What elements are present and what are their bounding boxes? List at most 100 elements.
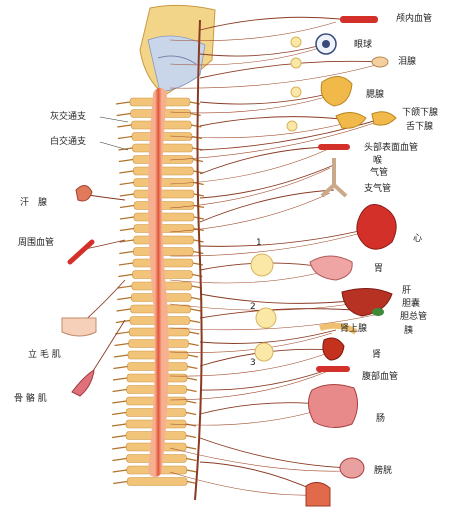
- vertebra: [133, 212, 195, 222]
- celiac-ganglion: [250, 253, 274, 277]
- nerve-fiber: [199, 146, 331, 175]
- nerve-fiber: [199, 293, 361, 304]
- label-adrenal: 肾上腺: [340, 324, 368, 334]
- nerve-fiber: [199, 461, 319, 493]
- vertebra: [133, 201, 195, 210]
- liver-shape: [341, 288, 393, 317]
- bladder-shape: [339, 457, 365, 479]
- nerve-fiber: [169, 447, 347, 472]
- nerve-fiber: [169, 21, 337, 42]
- label-intestine: 肠: [376, 414, 386, 424]
- kidney-shape: [322, 337, 345, 361]
- spinal-nerve-root: [112, 469, 197, 473]
- spinal-nerve-root: [112, 446, 197, 450]
- vertebra: [133, 166, 194, 176]
- sublingual-shape: [371, 111, 397, 126]
- spinal-nerve-root: [111, 434, 197, 439]
- spinal-nerve-root: [117, 124, 202, 128]
- spinal-nerve-root: [115, 331, 200, 335]
- nerve-fiber: [169, 149, 327, 185]
- pterygopalatine-ganglion: [290, 57, 302, 69]
- leader-line: [99, 141, 129, 151]
- sympathetic-trunk: [194, 19, 203, 501]
- nerve-fiber: [169, 230, 369, 257]
- nerve-fiber: [169, 371, 327, 401]
- cranial-vessel-shape: [340, 16, 378, 23]
- spinal-nerve-root: [113, 354, 199, 358]
- heart-shape: [356, 204, 397, 250]
- spinal-nerve-root: [112, 400, 197, 404]
- label-stomach: 胃: [374, 264, 384, 274]
- label-pancreas: 胰: [404, 326, 414, 336]
- parotid-shape: [320, 76, 353, 107]
- spinal-nerve-root: [116, 112, 201, 117]
- label-gallbladder: 胆囊: [402, 299, 421, 309]
- otic-ganglion: [290, 86, 302, 98]
- nerve-fiber: [169, 471, 315, 496]
- label-bile-duct: 胆总管: [400, 312, 428, 322]
- abdominal-vessel-shape: [316, 366, 350, 372]
- label-white-ramus: 白交通支: [50, 137, 87, 147]
- nerve-fiber: [169, 314, 375, 331]
- leader-line: [99, 116, 129, 123]
- nerve-fiber: [199, 43, 327, 57]
- nerve-fiber: [169, 352, 329, 377]
- label-larynx: 喉: [373, 156, 383, 166]
- nerve-fiber: [199, 329, 337, 344]
- sweat-gland-shape: [75, 185, 93, 202]
- label-head-skin-vessel: 头部表面血管: [364, 143, 419, 153]
- spinal-nerve-root: [117, 296, 202, 301]
- label-gray-ramus: 灰交通支: [50, 112, 87, 122]
- peripheral-vessel-shape: [67, 239, 95, 265]
- label-skeletal-muscle: 骨 骼 肌: [14, 394, 47, 404]
- superior-mesenteric-ganglion: [255, 307, 277, 329]
- intestine-shape: [308, 384, 358, 428]
- label-kidney: 肾: [372, 350, 382, 360]
- nerve-fiber: [169, 122, 347, 139]
- skin-shape: [61, 317, 97, 337]
- label-liver: 肝: [402, 286, 412, 296]
- vertebra: [133, 235, 194, 245]
- label-bladder: 膀胱: [374, 466, 393, 476]
- skeletal-muscle-shape: [71, 369, 95, 397]
- label-cranial-vessel: 颅内血管: [396, 14, 433, 24]
- nerve-fiber: [169, 46, 323, 66]
- label-eyeball: 眼球: [354, 40, 373, 50]
- nerve-fiber: [169, 64, 377, 89]
- label-abdominal-vessel: 腹部血管: [362, 372, 399, 382]
- lacrimal-shape: [371, 56, 389, 68]
- spinal-nerve-root: [119, 250, 204, 255]
- label-trachea: 气管: [370, 168, 389, 178]
- label-parotid: 腮腺: [366, 90, 385, 100]
- nerve-fiber: [199, 227, 373, 247]
- submandibular-shape: [335, 112, 367, 129]
- spinal-nerve-root: [115, 319, 201, 324]
- submandibular-ganglion: [286, 120, 298, 132]
- trachea-shape: [320, 158, 348, 198]
- genital-shape: [305, 482, 331, 507]
- label-leader-lines: [99, 116, 129, 151]
- spinal-nerve-root: [112, 411, 197, 416]
- gallbladder-shape: [372, 308, 384, 316]
- nerve-fiber: [199, 189, 335, 223]
- nerve-fiber: [169, 270, 327, 284]
- label-lacrimal: 泪腺: [398, 57, 417, 67]
- stomach-shape: [309, 255, 353, 281]
- spinal-nerve-root: [113, 365, 198, 370]
- label-peripheral-vessel: 周围血管: [18, 238, 55, 248]
- ganglion-number-1: 1: [256, 238, 262, 248]
- spinal-nerve-root: [112, 377, 198, 381]
- vertebra: [133, 224, 195, 233]
- nerve-fiber: [199, 60, 381, 79]
- inferior-mesenteric-ganglion: [254, 342, 274, 362]
- spinal-nerve-root: [116, 308, 201, 312]
- vertebra: [132, 155, 194, 164]
- label-sweat-gland: 汗 腺: [20, 198, 48, 208]
- nerve-fiber: [169, 167, 331, 209]
- label-bronchi: 支气管: [364, 184, 392, 194]
- nerve-fiber: [199, 16, 341, 31]
- vertebra: [133, 189, 195, 199]
- nerve-fiber: [199, 164, 335, 199]
